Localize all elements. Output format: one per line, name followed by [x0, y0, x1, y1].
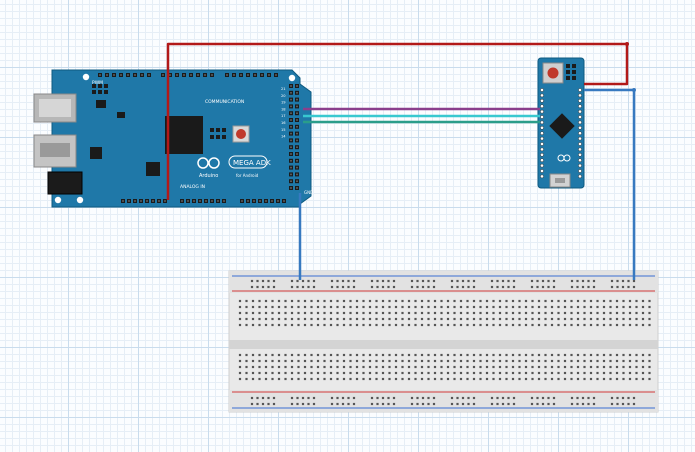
mount-hole [76, 196, 84, 204]
mount-hole [54, 196, 62, 204]
breadboard[interactable] [228, 270, 659, 413]
model-subtitle: for Android [236, 173, 259, 178]
micro-icsp-header [566, 64, 576, 80]
micro-mcu-chip [549, 113, 575, 139]
small-chip [146, 162, 160, 176]
power-jack [47, 171, 83, 195]
comm-pin-label: 16 [281, 121, 286, 125]
brand-label: Arduino [199, 173, 218, 179]
mount-hole [82, 73, 90, 81]
comm-pin-label: 17 [281, 114, 286, 118]
wire-endpoints [625, 42, 636, 92]
comm-pin-label: 18 [281, 107, 286, 111]
micro-logo [557, 154, 571, 162]
pin-headers [98, 73, 299, 203]
arduino-logo [197, 157, 220, 169]
blue-wire-micro-gnd[interactable] [584, 88, 636, 280]
arduino-micro[interactable] [537, 57, 585, 189]
arduino-mega-adk[interactable]: Arduino MEGA ADK for Android COMMUNICATI… [33, 69, 313, 208]
pwm-label: PWM [92, 80, 103, 86]
comm-pin-labels: 21 20 19 18 17 16 15 14 [281, 87, 286, 139]
comm-pin-label: 20 [281, 94, 286, 98]
comm-pin-label: 15 [281, 128, 286, 132]
gnd-label: GND [304, 190, 313, 195]
mount-hole [288, 74, 296, 82]
comm-pin-label: 14 [281, 135, 286, 139]
main-mcu-chip [165, 116, 203, 154]
model-label: MEGA ADK [233, 159, 271, 167]
comm-pin-label: 19 [281, 101, 286, 105]
center-channel [229, 340, 658, 349]
small-chip [90, 147, 102, 159]
comm-pin-label: 21 [281, 87, 286, 91]
model-badge [228, 155, 268, 169]
analog-label: ANALOG IN [180, 184, 205, 190]
comm-label: COMMUNICATION [205, 99, 244, 105]
breadboard-holes [238, 279, 651, 406]
icsp-header [92, 84, 226, 139]
micro-pin-rows [540, 88, 582, 179]
